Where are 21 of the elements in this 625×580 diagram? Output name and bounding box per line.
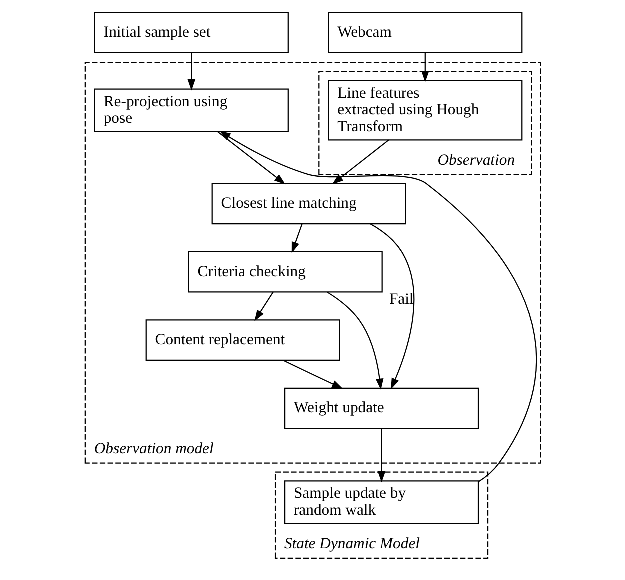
node-box: Initial sample set [94, 12, 288, 54]
arrow [326, 292, 384, 390]
arrow [187, 52, 196, 91]
arrow [254, 292, 274, 322]
node-box: Sample update by random walk [284, 480, 479, 524]
arrow [420, 52, 429, 82]
node-box: Line features extracted using Hough Transform [328, 80, 522, 141]
arrow [291, 224, 302, 254]
node-box: Criteria checking [188, 251, 382, 293]
arrow [219, 131, 536, 482]
arrow [370, 224, 414, 390]
arrow [332, 140, 389, 185]
node-box: Re-projection using pose [94, 88, 288, 132]
node-box: Webcam [328, 12, 522, 54]
arrow [377, 429, 386, 483]
node-box: Weight update [284, 388, 479, 430]
edge-label: Fail [388, 290, 414, 308]
node-box: Content replacement [145, 320, 340, 362]
node-box: Closest line matching [211, 183, 406, 225]
arrow [216, 131, 286, 185]
arrow [282, 360, 343, 390]
